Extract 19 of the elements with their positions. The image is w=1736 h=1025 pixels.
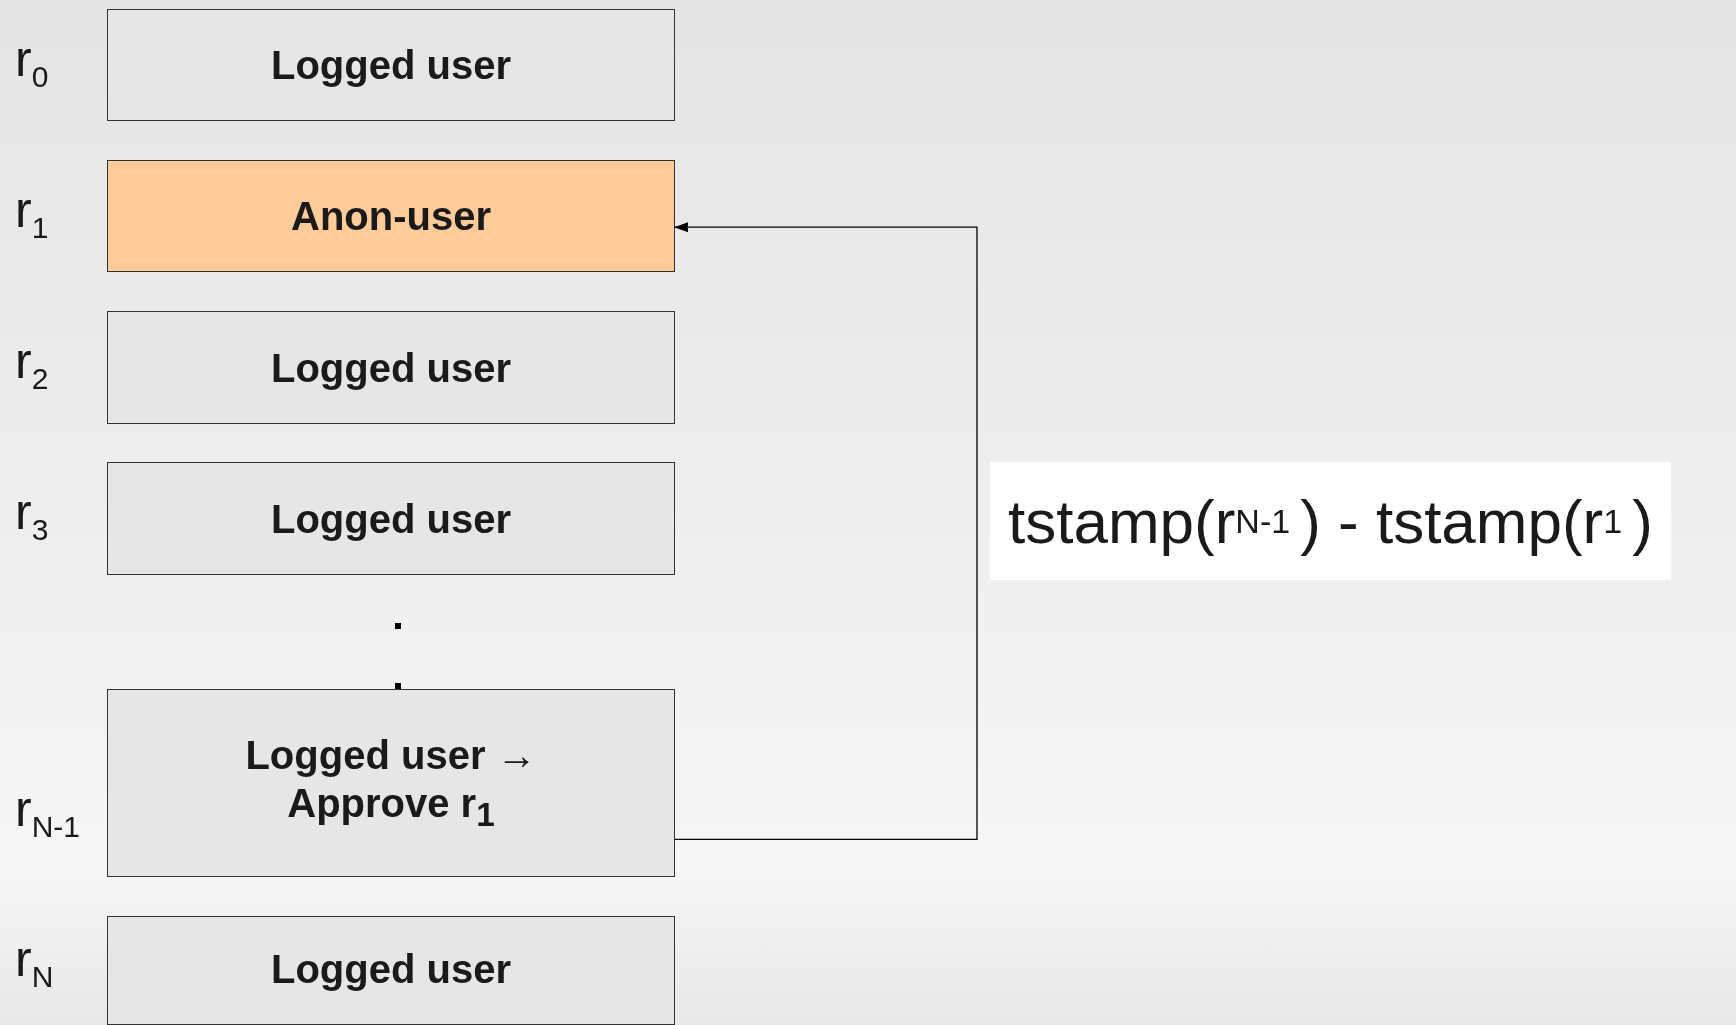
arrow — [674, 222, 978, 841]
node-label: Logged user → Approve r$_{1}$ — [244, 732, 538, 835]
row-label: r$_{1}$ — [15, 181, 49, 245]
node-label: Logged user — [271, 344, 511, 392]
row-label: r$_{0}$ — [15, 30, 49, 94]
process-box — [107, 160, 675, 272]
row-label: r$_{2}$ — [15, 332, 49, 396]
node-label: Logged user — [271, 495, 511, 543]
row-label: r$_{3}$ — [15, 483, 49, 547]
process-box — [107, 689, 675, 877]
process-box — [107, 916, 675, 1025]
process-box — [107, 462, 675, 575]
process-box — [107, 311, 675, 424]
node-label: Anon-user — [291, 193, 491, 240]
node-label: Logged user — [271, 42, 511, 89]
row-label: r$_{N}$ — [15, 930, 54, 994]
process-box — [107, 9, 675, 121]
row-label: r$_{N-1}$ — [15, 780, 80, 844]
node-label: Logged user — [271, 946, 511, 993]
